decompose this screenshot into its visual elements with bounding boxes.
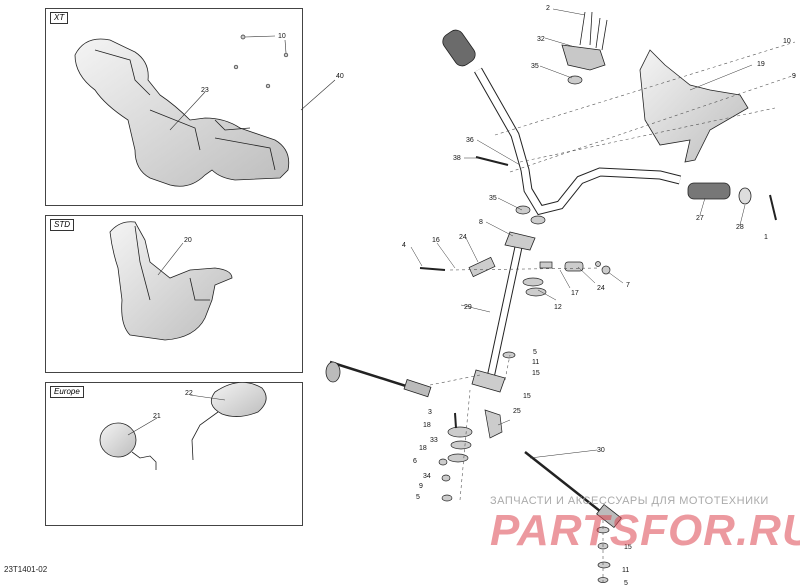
part-29: 29 [464, 304, 472, 311]
part-2: 2 [546, 5, 550, 12]
hardware [419, 75, 777, 583]
tie-rod-left [325, 360, 432, 398]
part-1: 1 [764, 234, 768, 241]
part-6: 6 [413, 458, 417, 465]
mount-bracket [639, 49, 749, 163]
part-11-upper: 11 [532, 359, 539, 366]
europe-tag: Europe [50, 386, 84, 398]
part-18-lower: 18 [419, 445, 427, 452]
part-38: 38 [453, 155, 461, 162]
part-28: 28 [736, 224, 744, 231]
steering-column [471, 231, 536, 393]
part-8: 8 [479, 219, 483, 226]
tie-rod-right [524, 451, 622, 529]
leader-lines [410, 8, 753, 459]
part-12: 12 [554, 304, 562, 311]
part-17: 17 [571, 290, 579, 297]
label-22: 22 [185, 390, 193, 397]
part-5-lower: 5 [416, 494, 420, 501]
part-11-lower: 11 [622, 567, 629, 574]
grip-left [442, 29, 476, 67]
part-18-upper: 18 [423, 422, 431, 429]
part-9: 9 [792, 73, 796, 80]
part-16: 16 [432, 237, 440, 244]
part-27: 27 [696, 215, 704, 222]
part-7: 7 [626, 282, 630, 289]
part-19: 19 [757, 61, 765, 68]
mirror-left [99, 422, 157, 470]
diagram-code: 23T1401-02 [4, 565, 48, 574]
std-handguard [109, 221, 233, 341]
part-36: 36 [466, 137, 474, 144]
part-24-right: 24 [597, 285, 605, 292]
xt-handguard [74, 38, 290, 187]
xt-tag: XT [50, 12, 69, 24]
label-23: 23 [201, 87, 209, 94]
part-35-top: 35 [531, 63, 539, 70]
mirror-right [191, 382, 267, 461]
part-9-lower: 9 [419, 483, 423, 490]
watermark-logo: PARTSFOR.RU [490, 506, 800, 555]
dashed-alignment-lines [429, 41, 796, 585]
watermark-text: ЗАПЧАСТИ И АКСЕССУАРЫ ДЛЯ МОТОТЕХНИКИ [490, 495, 769, 507]
part-4: 4 [402, 242, 406, 249]
part-30: 30 [597, 447, 605, 454]
std-tag: STD [50, 219, 74, 231]
part-5-bottom: 5 [624, 580, 628, 587]
part-10: 10 [783, 38, 791, 45]
label-21: 21 [153, 413, 161, 420]
part-labels: 2 32 35 19 10 9 36 38 35 8 27 28 1 4 16 … [402, 5, 796, 587]
label-20: 20 [184, 237, 192, 244]
part-24-left: 24 [459, 234, 467, 241]
part-15-upper: 15 [532, 370, 540, 377]
grip-right [687, 182, 752, 205]
part-15-mid: 15 [523, 393, 531, 400]
part-32: 32 [537, 36, 545, 43]
part-35-mid: 35 [489, 195, 497, 202]
label-10-xt: 10 [278, 33, 286, 40]
part-33: 33 [430, 437, 438, 444]
part-25: 25 [513, 408, 521, 415]
handlebar [474, 67, 682, 216]
part-15-lower: 15 [624, 544, 632, 551]
handlebar-clamp [561, 11, 608, 71]
label-40: 40 [336, 73, 344, 80]
part-3: 3 [428, 409, 432, 416]
part-5-upper: 5 [533, 349, 537, 356]
part-34: 34 [423, 473, 431, 480]
